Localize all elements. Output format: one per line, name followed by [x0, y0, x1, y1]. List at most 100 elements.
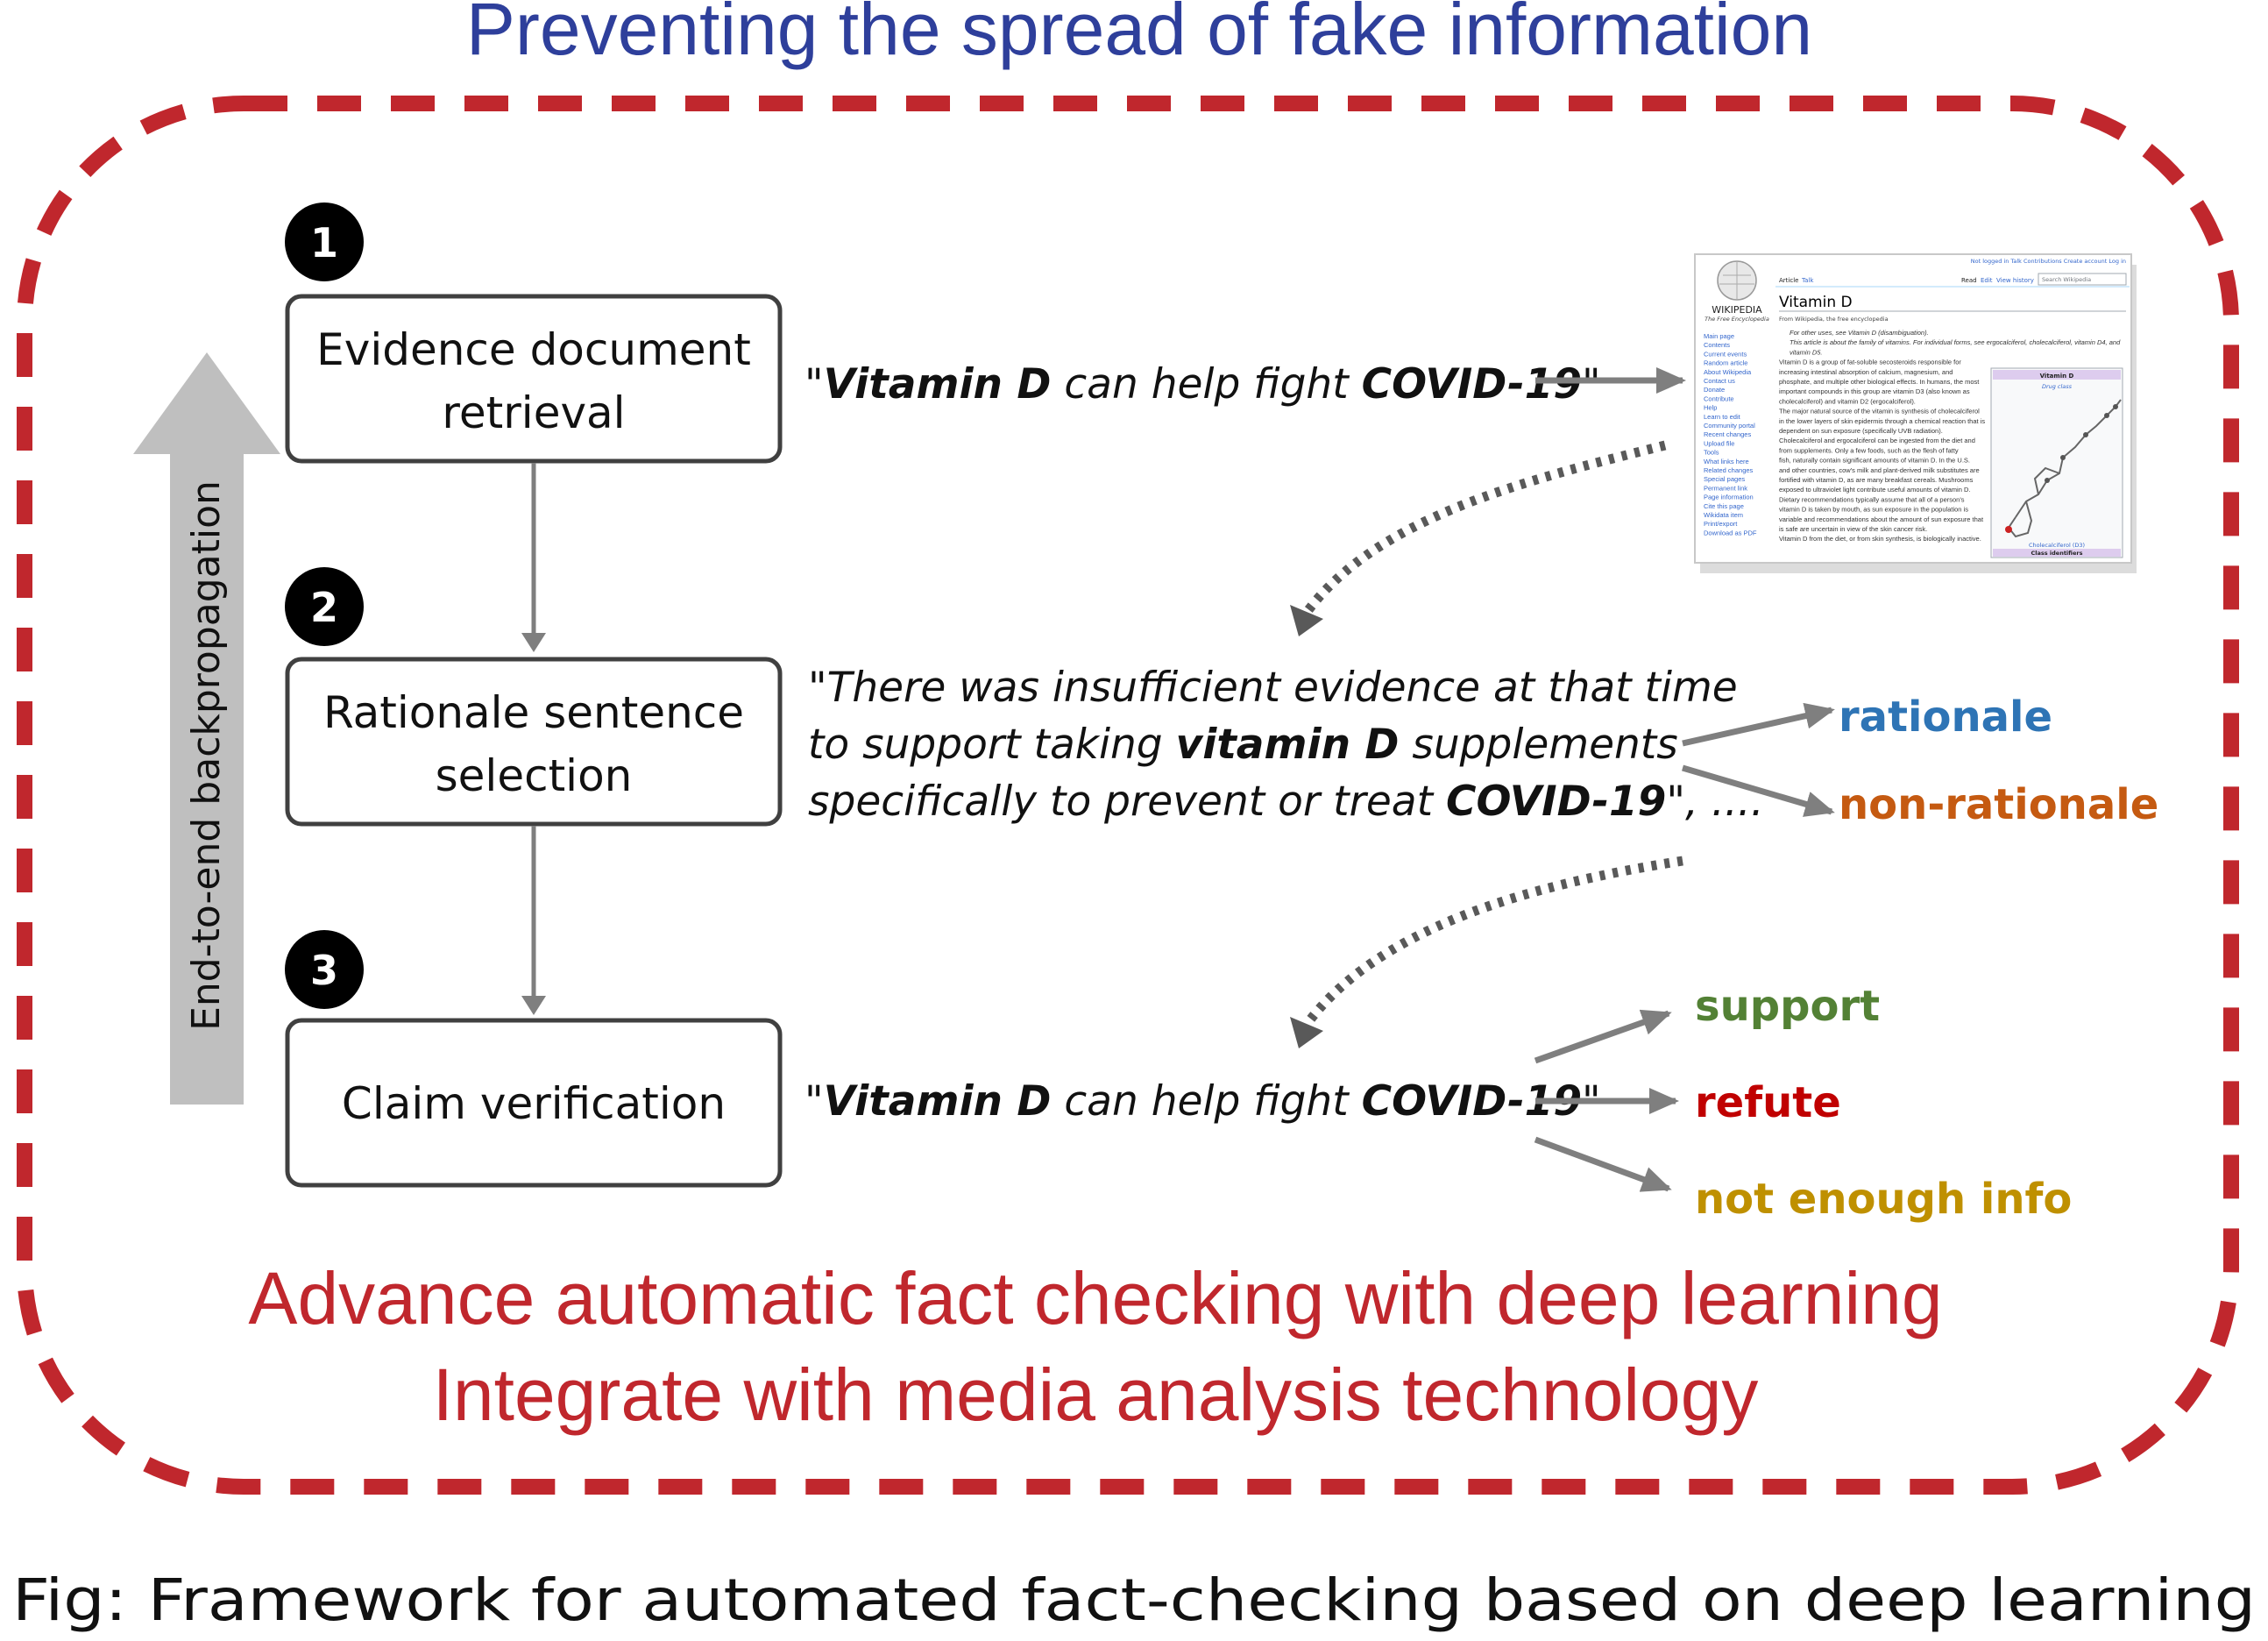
evidence-line-1: "There was insufficient evidence at that… [808, 664, 1738, 712]
dashed-border [17, 96, 2239, 1495]
wikipedia-article-title: Vitamin D [1779, 294, 1853, 311]
wikipedia-sidebar-item: What links here [1704, 458, 1749, 465]
refute-label: refute [1695, 1078, 1841, 1127]
wikipedia-sidebar-item: Donate [1704, 386, 1725, 394]
wikipedia-tab-talk: Talk [1801, 277, 1814, 284]
wikipedia-infobox [1990, 367, 2123, 558]
wikipedia-infobox-sub: Drug class [2042, 383, 2073, 390]
wikipedia-from-line: From Wikipedia, the free encyclopedia [1779, 316, 1889, 323]
wikipedia-body-line: increasing intestinal absorption of calc… [1779, 368, 1953, 376]
molecule-image [2005, 399, 2122, 538]
step-1: 1 Evidence document retrieval [285, 202, 783, 464]
wikipedia-body-line: is safe are uncertain in view of the ski… [1779, 525, 1927, 533]
step-1-badge [285, 202, 364, 281]
evidence-line-2: to support taking vitamin D supplements [808, 721, 1678, 769]
wikipedia-body-line: Dietary recommendations typically assume… [1779, 495, 1965, 503]
backprop-arrow: End-to-end backpropagation [133, 352, 280, 1105]
non-rationale-label: non-rationale [1839, 780, 2158, 829]
backprop-label: End-to-end backpropagation [184, 480, 229, 1031]
wikipedia-sidebar-item: Learn to edit [1704, 413, 1741, 421]
wikipedia-sidebar-item: Contact us [1704, 377, 1735, 385]
claim-text-bottom: "Vitamin D can help fight COVID-19" [804, 1077, 1601, 1126]
wikipedia-sidebar-item: Print/export [1704, 520, 1738, 528]
wikipedia-sidebar-item: Contribute [1704, 394, 1734, 402]
wikipedia-sidebar-item: Tools [1704, 449, 1719, 457]
wikipedia-body-line: The major natural source of the vitamin … [1779, 408, 1980, 416]
step-2-label-line1: Rationale sentence [323, 687, 744, 738]
step-1-box [285, 294, 783, 464]
claim-text-top: "Vitamin D can help fight COVID-19" [804, 360, 1601, 408]
wikipedia-sidebar-item: Upload file [1704, 439, 1734, 447]
wikipedia-logo-word: WIKIPEDIA [1712, 304, 1762, 316]
wikipedia-screenshot: WIKIPEDIA The Free Encyclopedia Not logg… [1694, 253, 2137, 573]
sentence-to-claim-dotted-arrow [1301, 856, 1683, 1029]
wikipedia-body-line: Cholecalciferol and ergocalciferol can b… [1779, 437, 1975, 444]
wikipedia-body-line: from supplements. Only a few foods, such… [1779, 446, 1959, 454]
wikipedia-body-line: fortified with vitamin D, as are many br… [1779, 476, 1974, 484]
wikipedia-user-links: Not logged in Talk Contributions Create … [1971, 258, 2126, 265]
wikipedia-sidebar-item: Cite this page [1704, 502, 1744, 510]
wikipedia-body-line: Vitamin D from the diet, or from skin sy… [1779, 535, 1981, 543]
step-2-label-line2: selection [436, 750, 633, 801]
nei-label: not enough info [1695, 1175, 2072, 1224]
step-3-label-line1: Claim verification [342, 1078, 726, 1129]
wikipedia-body: For other uses, see Vitamin D (disambigu… [1779, 329, 2121, 543]
doc-to-sentence-dotted-arrow [1301, 440, 1667, 617]
step-1-label-line2: retrieval [442, 387, 625, 438]
wikipedia-sidebar-item: Special pages [1704, 475, 1745, 483]
wikipedia-sidebar-item: Download as PDF [1704, 529, 1757, 536]
wikipedia-body-line: exposed to ultraviolet light contribute … [1779, 486, 1970, 494]
step-3-number: 3 [310, 947, 338, 994]
wikipedia-sidebar-item: Main page [1704, 332, 1734, 340]
wikipedia-search-placeholder: Search Wikipedia [2042, 276, 2091, 283]
wikipedia-body-line: vitamin D is taken by mouth, as sun expo… [1779, 506, 1968, 514]
wikipedia-body-line: and other countries, cow's milk and plan… [1779, 466, 1980, 474]
wikipedia-body-line: Vitamin D is a group of fat-soluble seco… [1779, 359, 1961, 366]
support-arrow [1534, 1009, 1672, 1064]
wikipedia-tab-edit: Edit [1981, 277, 1993, 284]
step-2-badge [285, 567, 364, 646]
diagram-title: Preventing the spread of fake informatio… [466, 0, 1812, 70]
wikipedia-sidebar-item: Recent changes [1704, 430, 1751, 438]
step-3: 3 Claim verification [285, 930, 783, 1188]
wikipedia-sidebar-item: Help [1704, 404, 1717, 412]
wikipedia-body-line: important compounds in this group are vi… [1779, 387, 1970, 395]
wikipedia-sidebar-item: Contents [1704, 341, 1730, 349]
step-2-box [285, 657, 783, 827]
evidence-line-3: specifically to prevent or treat COVID-1… [808, 778, 1764, 826]
figure-caption: Fig: Framework for automated fact-checki… [12, 1566, 2256, 1634]
wikipedia-sidebar-item: Related changes [1704, 466, 1754, 474]
wikipedia-body-line: This article is about the family of vita… [1790, 338, 2121, 346]
step-2: 2 Rationale sentence selection [285, 567, 783, 827]
step-2-number: 2 [310, 584, 338, 631]
wikipedia-sidebar-item: Wikidata item [1704, 511, 1743, 519]
non-rationale-arrow [1682, 764, 1835, 817]
step-1-label-line1: Evidence document [316, 324, 751, 375]
footer-line-1: Advance automatic fact checking with dee… [248, 1257, 1942, 1339]
wikipedia-tab-article: Article [1779, 277, 1798, 284]
wikipedia-sidebar-item: Current events [1704, 350, 1747, 358]
wikipedia-sidebar-item: Community portal [1704, 422, 1755, 430]
rationale-label: rationale [1839, 693, 2052, 742]
wikipedia-body-line: phosphate, and multiple other biological… [1779, 378, 1980, 386]
wikipedia-sidebar-item: About Wikipedia [1704, 368, 1752, 376]
wikipedia-body-line: cholecalciferol) and vitamin D2 (ergocal… [1779, 397, 1916, 405]
step-3-badge [285, 930, 364, 1009]
footer-line-2: Integrate with media analysis technology [433, 1353, 1759, 1436]
wikipedia-search-box [2038, 273, 2127, 286]
wikipedia-sidebar-item: Page information [1704, 494, 1754, 501]
wikipedia-body-line: dependent on sun exposure (specifically … [1779, 427, 1943, 435]
wikipedia-body-line: For other uses, see Vitamin D (disambigu… [1790, 329, 1929, 337]
wikipedia-infobox-title: Vitamin D [2040, 373, 2074, 380]
step-3-box [285, 1018, 783, 1188]
support-label: support [1695, 982, 1880, 1031]
wikipedia-body-line: in the lower layers of skin epidermis th… [1779, 417, 1985, 425]
wikipedia-infobox-footer: Class identifiers [2031, 550, 2083, 557]
step-1-number: 1 [310, 219, 338, 266]
wikipedia-sidebar-item: Random article [1704, 359, 1747, 367]
wikipedia-tab-read: Read [1961, 277, 1977, 284]
wikipedia-tab-history: View history [1996, 277, 2034, 284]
rationale-arrow [1682, 702, 1835, 747]
